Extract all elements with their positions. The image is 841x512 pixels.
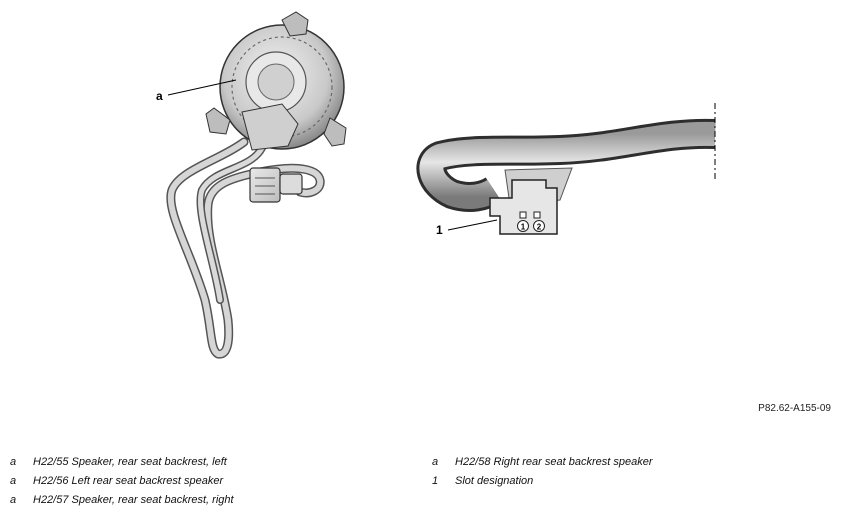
legend-text: H22/55 Speaker, rear seat backrest, left bbox=[33, 455, 227, 468]
harness-tube bbox=[419, 121, 716, 209]
mounting-tab-right bbox=[323, 117, 347, 147]
legend-text: Slot designation bbox=[455, 474, 534, 487]
legend-key: a bbox=[10, 474, 17, 487]
legend-key: 1 bbox=[432, 474, 439, 487]
speaker-cable bbox=[167, 139, 324, 358]
callout-a-label: a bbox=[156, 89, 163, 103]
inline-plug-cap bbox=[279, 173, 303, 195]
speaker-dustcap bbox=[257, 63, 295, 101]
pin-socket-2 bbox=[533, 211, 541, 219]
pin-marker-1 bbox=[517, 220, 529, 232]
legend-item: 1 Slot designation bbox=[432, 471, 653, 490]
callout-1-label: 1 bbox=[436, 223, 443, 237]
pin-label-2: 2 bbox=[537, 223, 542, 232]
legend-item: a H22/57 Speaker, rear seat backrest, ri… bbox=[10, 490, 234, 509]
figure-id: P82.62-A155-09 bbox=[758, 403, 831, 414]
callout-a-leader bbox=[167, 79, 237, 96]
legend-item: a H22/58 Right rear seat backrest speake… bbox=[432, 452, 653, 471]
callout-1-leader bbox=[447, 219, 498, 231]
mounting-tab-left bbox=[205, 107, 231, 135]
legend-key: a bbox=[10, 455, 17, 468]
harness-assembly: 1 2 bbox=[416, 103, 716, 235]
legend-text: H22/57 Speaker, rear seat backrest, righ… bbox=[33, 493, 234, 506]
legend-key: a bbox=[10, 493, 17, 506]
inline-plug-body bbox=[249, 167, 281, 203]
legend-text: H22/58 Right rear seat backrest speaker bbox=[455, 455, 653, 468]
legend-text: H22/56 Left rear seat backrest speaker bbox=[33, 474, 224, 487]
legend-item: a H22/56 Left rear seat backrest speaker bbox=[10, 471, 234, 490]
speaker-assembly bbox=[166, 11, 347, 359]
pin-label-1: 1 bbox=[521, 223, 526, 232]
legend-key: a bbox=[432, 455, 439, 468]
legend-right: a H22/58 Right rear seat backrest speake… bbox=[432, 452, 653, 490]
legend-item: a H22/55 Speaker, rear seat backrest, le… bbox=[10, 452, 234, 471]
mounting-tab-top bbox=[281, 11, 309, 37]
legend-left: a H22/55 Speaker, rear seat backrest, le… bbox=[10, 452, 234, 509]
component-diagram: a 1 2 1 bbox=[156, 11, 716, 359]
pin-marker-2 bbox=[533, 220, 545, 232]
pin-socket-1 bbox=[519, 211, 527, 219]
speaker-terminal bbox=[241, 103, 299, 151]
